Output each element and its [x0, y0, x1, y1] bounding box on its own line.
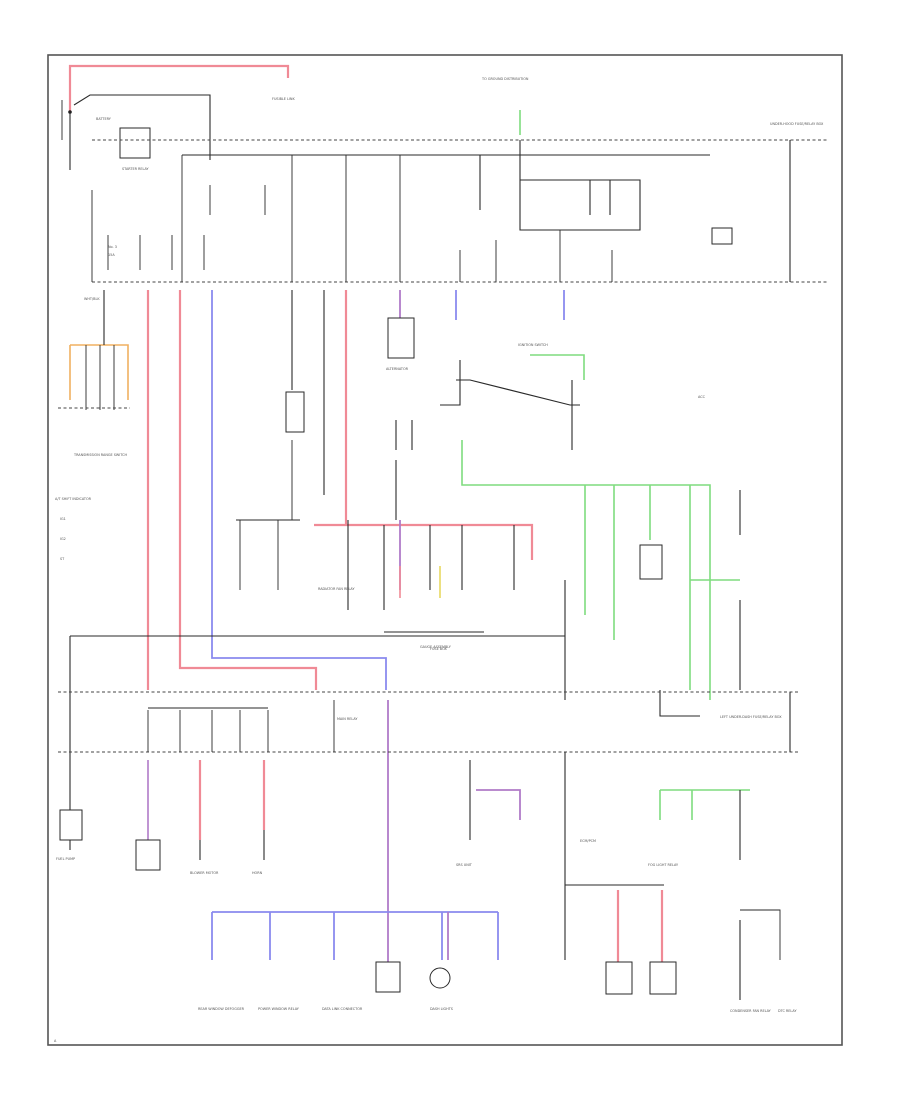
battery-section: BATTERY STARTER RELAY FUSIBLE LINK TO GR…: [61, 64, 529, 171]
at-shift-label: A/T SHIFT INDICATOR: [55, 497, 92, 501]
ignition-switch: IGNITION SWITCH ACC: [440, 343, 741, 700]
underhood-box-label: UNDER-HOOD FUSE/RELAY BOX: [770, 122, 824, 126]
page-ref-label: A: [54, 1039, 57, 1043]
wire-label: WHT/BLK: [84, 297, 100, 301]
dash-lights-label: DASH LIGHTS: [430, 1007, 453, 1011]
ig2-label: IG2: [60, 537, 66, 541]
battery-label: BATTERY: [96, 117, 112, 121]
fuel-pump-label: FUEL PUMP: [56, 857, 75, 861]
power-window-label: POWER WINDOW RELAY: [258, 1007, 300, 1011]
starter-relay-label: STARTER RELAY: [122, 167, 150, 171]
battery-positive-wire: [68, 64, 290, 112]
rear-window-label: REAR WINDOW DEFOGGER: [198, 1007, 245, 1011]
violet-wires: [387, 290, 401, 985]
fuse-label: No. 3: [108, 245, 117, 249]
dtc-relay-label: DTC RELAY: [778, 1009, 797, 1013]
underhood-fuse-box: UNDER-HOOD FUSE/RELAY BOX: [91, 110, 828, 283]
fuse-box-label: FUSE BOX: [430, 647, 448, 651]
blower-motor-label: BLOWER MOTOR: [190, 871, 219, 875]
alternator-box: [387, 317, 415, 359]
data-link-label: DATA LINK CONNECTOR: [322, 1007, 363, 1011]
condenser-fan-label: CONDENSER FAN RELAY: [730, 1009, 772, 1013]
radiator-fan-label: RADIATOR FAN RELAY: [318, 587, 355, 591]
main-relay-label: MAIN RELAY: [337, 717, 358, 721]
to-ground-label: TO GROUND DISTRIBUTION: [481, 77, 529, 81]
fuel-pump-box: [59, 809, 83, 841]
transmission-range-switch: TRANSMISSION RANGE SWITCH A/T SHIFT INDI…: [55, 290, 130, 501]
ig1-label: IG1: [60, 517, 66, 521]
srs-unit-label: SRS UNIT: [456, 863, 473, 867]
alternator-label: ALTERNATOR: [386, 367, 409, 371]
transmission-range-label: TRANSMISSION RANGE SWITCH: [73, 453, 127, 457]
fusible-link-label: FUSIBLE LINK: [272, 97, 295, 101]
amp-label: 15A: [108, 253, 115, 257]
ignition-switch-label: IGNITION SWITCH: [518, 343, 548, 347]
ecm-label: ECM/PCM: [580, 839, 596, 843]
left-underdash-label: LEFT UNDER-DASH FUSE/RELAY BOX: [720, 715, 782, 719]
middle-components: ALTERNATOR GAUGE ASSEMBLY: [236, 290, 515, 649]
battery-icon: [119, 127, 151, 159]
diagram-frame: [47, 54, 843, 1046]
red-feed-wires: [146, 290, 534, 690]
blue-feed-wires: [211, 290, 565, 690]
horn-label: HORN: [252, 871, 263, 875]
lower-branches: FUEL PUMP BLOWER MOTOR HORN REAR WINDOW …: [56, 752, 797, 1013]
gauge-assy-label: GAUGE ASSEMBLY: [420, 645, 452, 649]
st-label: ST: [60, 557, 65, 561]
underdash-fuse-box: LEFT UNDER-DASH FUSE/RELAY BOX MAIN RELA…: [58, 580, 800, 770]
fog-light-label: FOG LIGHT RELAY: [648, 863, 679, 867]
acc-label: ACC: [698, 395, 706, 399]
wire-labels: WHT/BLK No. 3 15A A IG1 IG2 ST RADIATOR …: [54, 245, 448, 1043]
